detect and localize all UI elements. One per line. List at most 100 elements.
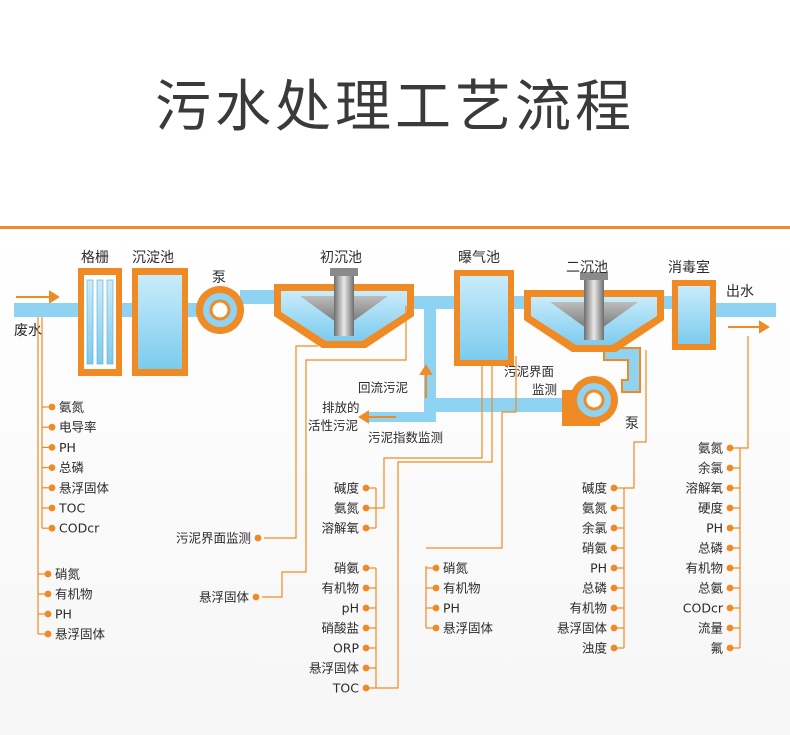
- leader-lines: [37, 306, 749, 689]
- unit-labels: 格栅 沉淀池 泵 初沉池 曝气池 二沉池 消毒室 泵 废水 出水: [14, 249, 754, 432]
- monitor-item-secondary-b: 余氯: [582, 521, 608, 536]
- pump-2: [562, 376, 618, 426]
- leader-aeration-a-link: [376, 362, 483, 509]
- monitor-item-aeration-b: 硝氨: [334, 561, 360, 576]
- label-waste-sludge-1: 排放的: [322, 400, 360, 415]
- label-pump-1: 泵: [212, 270, 226, 286]
- primary-clarifier: [274, 268, 414, 348]
- label-sedimentation: 沉淀池: [132, 250, 174, 266]
- monitor-item-outlet: 氨氮: [698, 441, 724, 456]
- monitor-item-outlet: 余氯: [698, 461, 724, 476]
- monitor-item-secondary-b: PH: [590, 561, 607, 576]
- monitor-item-secondary-a: 有机物: [443, 581, 481, 596]
- monitor-item-outlet: 有机物: [685, 561, 723, 576]
- monitor-dot: [252, 593, 260, 601]
- monitoring-groups: 氨氮电导率PH总磷悬浮固体TOCCODcr硝氮有机物PH悬浮固体碱度氨氮溶解氧硝…: [38, 400, 740, 696]
- monitor-item-inlet-a: 悬浮固体: [59, 480, 110, 495]
- monitor-item-sludge-interface: 污泥界面监测: [176, 531, 251, 546]
- monitor-item-inlet-a: 电导率: [59, 420, 97, 435]
- monitor-item-outlet: 溶解氧: [685, 481, 723, 496]
- monitor-item-inlet-a: TOC: [58, 501, 85, 516]
- secondary-shaft-cap: [580, 272, 608, 280]
- monitor-item-inlet-a: CODcr: [59, 521, 100, 536]
- monitor-item-aeration-b: ORP: [333, 641, 360, 656]
- monitor-dot: [254, 534, 262, 542]
- monitor-item-secondary-b: 浊度: [582, 641, 608, 656]
- label-pump-2: 泵: [625, 416, 639, 432]
- primary-shaft-cap: [330, 268, 358, 276]
- monitor-item-inlet-b: PH: [55, 607, 72, 622]
- monitor-item-inlet-a: 氨氮: [59, 400, 85, 415]
- pipe-pump-primary: [240, 290, 275, 304]
- monitor-item-secondary-b: 有机物: [569, 601, 607, 616]
- monitor-item-outlet: PH: [706, 521, 723, 536]
- leader-aeration-b-link: [376, 364, 493, 689]
- pump-1: [196, 286, 244, 334]
- label-outlet: 出水: [726, 284, 754, 300]
- flow-labels: 回流污泥 排放的 活性污泥 污泥界面 监测 污泥指数监测: [308, 364, 557, 445]
- sedimentation-tank: [132, 268, 188, 376]
- pump-2-hub: [583, 389, 605, 411]
- monitor-item-aeration-a: 氨氮: [334, 501, 360, 516]
- monitor-item-outlet: CODcr: [683, 601, 724, 616]
- monitor-item-aeration-b: 硝酸盐: [321, 621, 359, 636]
- label-aeration: 曝气池: [458, 250, 500, 266]
- return-sludge-line: [424, 300, 570, 412]
- monitor-item-outlet: 流量: [698, 621, 723, 636]
- monitor-item-outlet: 氟: [710, 641, 723, 656]
- pump-1-hub: [209, 299, 231, 321]
- primary-shaft: [334, 272, 354, 336]
- monitor-item-aeration-b: 悬浮固体: [309, 661, 360, 676]
- monitor-item-inlet-b: 悬浮固体: [55, 627, 106, 642]
- pipe-grille-sedimentation: [120, 303, 134, 317]
- return-arrow-head: [419, 364, 433, 375]
- label-sludge-index: 污泥指数监测: [368, 430, 443, 445]
- monitor-item-secondary-b: 总磷: [582, 581, 608, 596]
- pipe-aeration-secondary: [512, 296, 526, 309]
- label-disinfection: 消毒室: [668, 259, 710, 276]
- monitor-item-secondary-a: 硝氮: [443, 561, 469, 576]
- monitor-item-aeration-b: pH: [342, 601, 359, 616]
- page-title: 污水处理工艺流程: [155, 75, 635, 140]
- monitor-item-inlet-a: PH: [59, 440, 76, 455]
- secondary-shaft: [584, 276, 604, 340]
- monitor-item-secondary-b: 碱度: [582, 481, 608, 496]
- monitor-item-inlet-b: 有机物: [55, 587, 93, 602]
- monitor-item-aeration-a: 溶解氧: [321, 521, 359, 536]
- monitor-item-outlet: 硬度: [698, 501, 724, 516]
- aeration-tank: [454, 270, 514, 366]
- flow-arrows: [16, 290, 770, 424]
- leader-secondary-b-link: [624, 350, 647, 489]
- disinfection-chamber: [672, 280, 716, 350]
- label-inlet: 废水: [14, 323, 42, 339]
- monitor-item-secondary-b: 悬浮固体: [557, 621, 608, 636]
- monitor-item-secondary-b: 硝氨: [582, 541, 608, 556]
- monitor-item-secondary-a: 悬浮固体: [443, 621, 494, 636]
- monitor-item-secondary-a: PH: [443, 601, 460, 616]
- secondary-clarifier: [524, 272, 664, 352]
- label-primary: 初沉池: [320, 249, 362, 266]
- label-return-sludge: 回流污泥: [358, 380, 408, 395]
- waste-sludge-pipe: [366, 412, 436, 422]
- label-sludge-interface-1: 污泥界面: [504, 364, 554, 379]
- grille-unit: [78, 268, 122, 376]
- label-waste-sludge-2: 活性污泥: [308, 418, 358, 433]
- return-sludge-pipe: [603, 347, 641, 393]
- monitor-item-outlet: 总氨: [698, 581, 724, 596]
- aeration-water: [460, 276, 508, 360]
- leader-primary-ss: [262, 306, 407, 598]
- outlet-pipe: [714, 303, 776, 317]
- waste-arrow-head: [358, 410, 369, 424]
- inlet-arrow-head: [49, 290, 60, 304]
- grille-bar: [86, 279, 94, 365]
- monitor-item-primary-ss: 悬浮固体: [199, 590, 250, 605]
- monitor-item-outlet: 总磷: [698, 541, 724, 556]
- label-sludge-interface-2: 监测: [532, 382, 557, 397]
- leader-secondary-a-link: [426, 356, 517, 549]
- leader-outlet-link: [740, 336, 749, 449]
- label-grille: 格栅: [81, 250, 109, 266]
- outlet-arrow-head: [759, 320, 770, 334]
- disinfection-water: [678, 286, 710, 344]
- leader-sludge-interface: [264, 345, 318, 539]
